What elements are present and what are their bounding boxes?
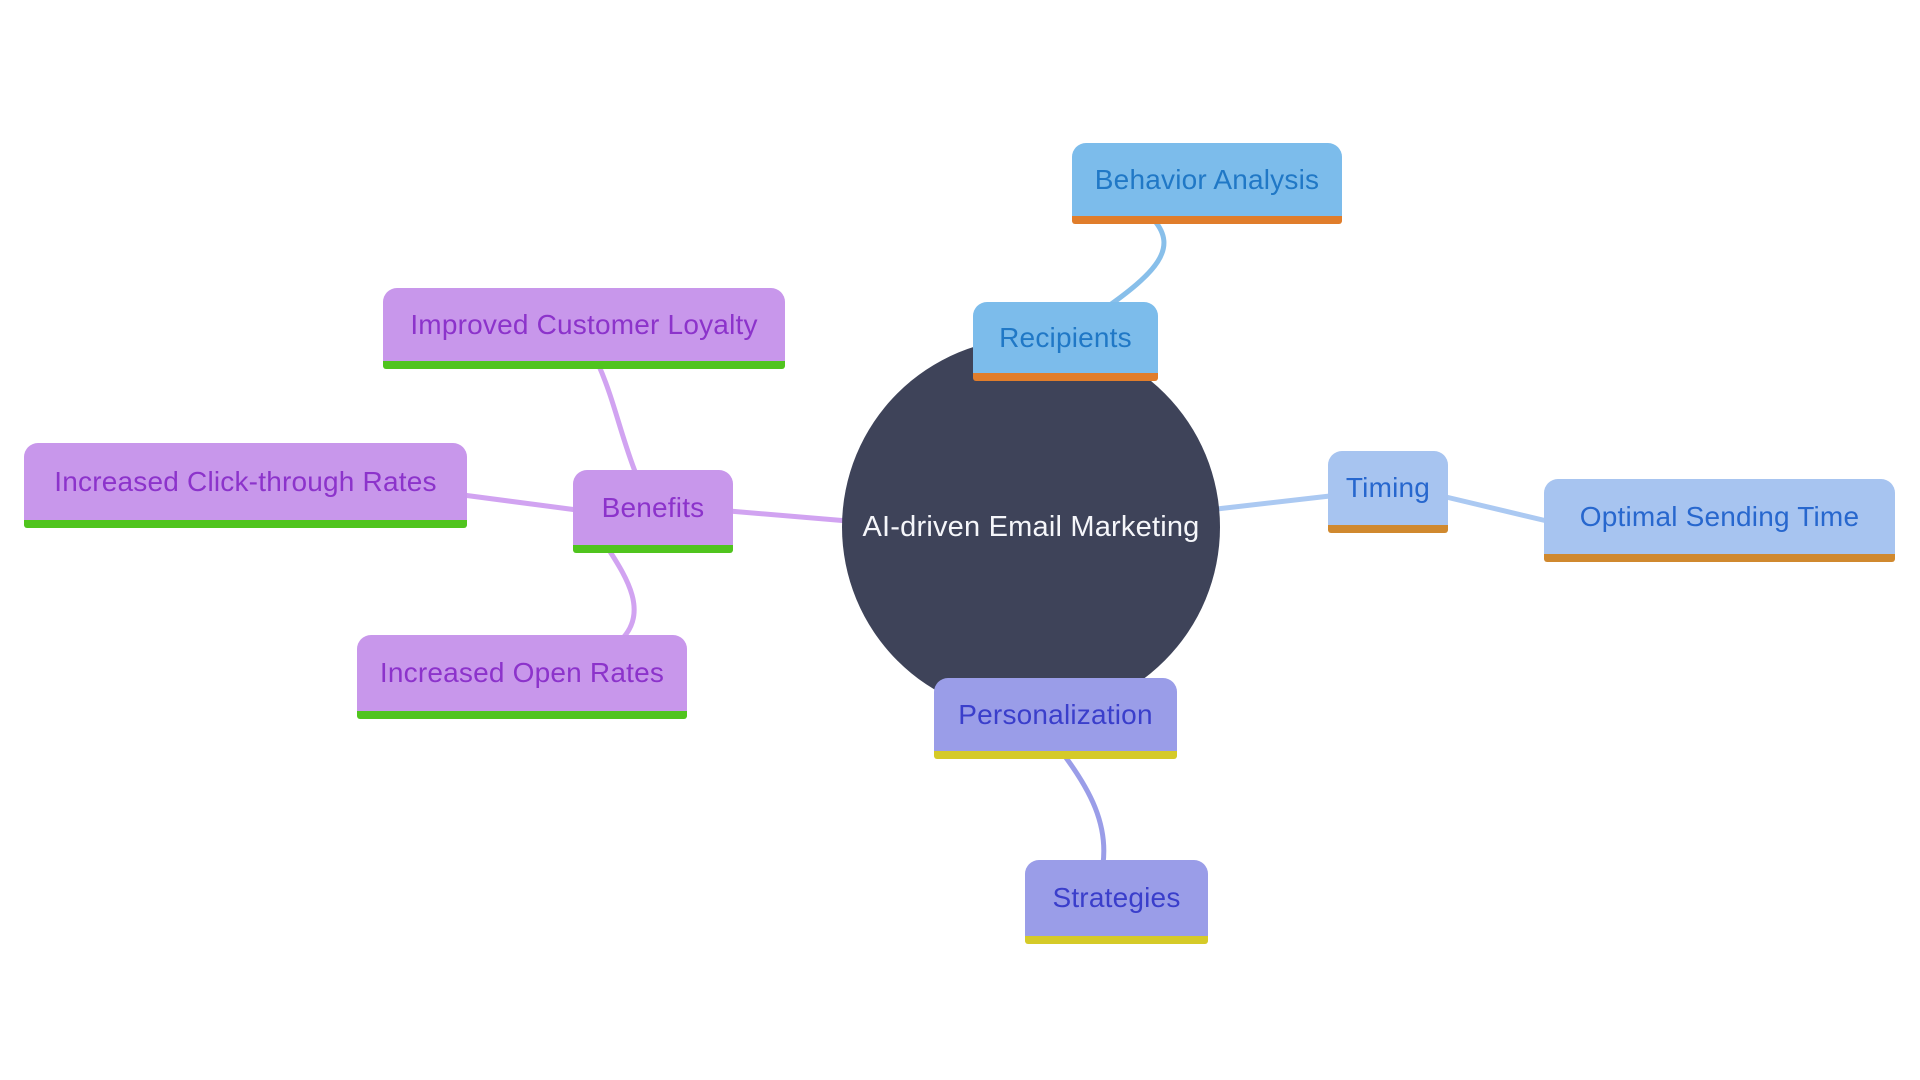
node-benefits: Benefits (573, 470, 733, 553)
edge-personalization-strategies (1061, 752, 1107, 867)
node-label: Strategies (1052, 882, 1181, 913)
node-increased-open-rates: Increased Open Rates (357, 635, 687, 719)
node-center: AI-driven Email Marketing (842, 338, 1220, 716)
node-strategies: Strategies (1025, 860, 1208, 944)
node-label: Improved Customer Loyalty (410, 308, 758, 340)
node-label: Behavior Analysis (1094, 163, 1320, 195)
edge-benefits-clickthrough (460, 492, 580, 513)
edge-recipients-behavior (1097, 217, 1167, 315)
edge-center-timing (1205, 493, 1333, 513)
node-label: Timing (1345, 472, 1431, 503)
node-increased-click-through-rates: Increased Click-through Rates (24, 443, 467, 528)
node-label: Benefits (601, 491, 705, 523)
edge-benefits-openrates (606, 547, 637, 642)
node-label: Increased Open Rates (379, 657, 665, 688)
node-timing: Timing (1328, 451, 1448, 533)
node-behavior-analysis: Behavior Analysis (1072, 143, 1342, 224)
node-label: Personalization (958, 698, 1153, 730)
node-improved-customer-loyalty: Improved Customer Loyalty (383, 288, 785, 369)
edge-benefits-center (726, 508, 863, 525)
edge-timing-optimal (1443, 494, 1550, 524)
node-label: Optimal Sending Time (1579, 500, 1860, 532)
node-recipients: Recipients (973, 302, 1158, 381)
node-personalization: Personalization (934, 678, 1177, 759)
node-label: Recipients (999, 321, 1132, 353)
edge-benefits-loyalty (596, 363, 639, 477)
node-label: Increased Click-through Rates (54, 465, 437, 497)
center-node-label: AI-driven Email Marketing (862, 510, 1200, 543)
node-optimal-sending-time: Optimal Sending Time (1544, 479, 1895, 562)
